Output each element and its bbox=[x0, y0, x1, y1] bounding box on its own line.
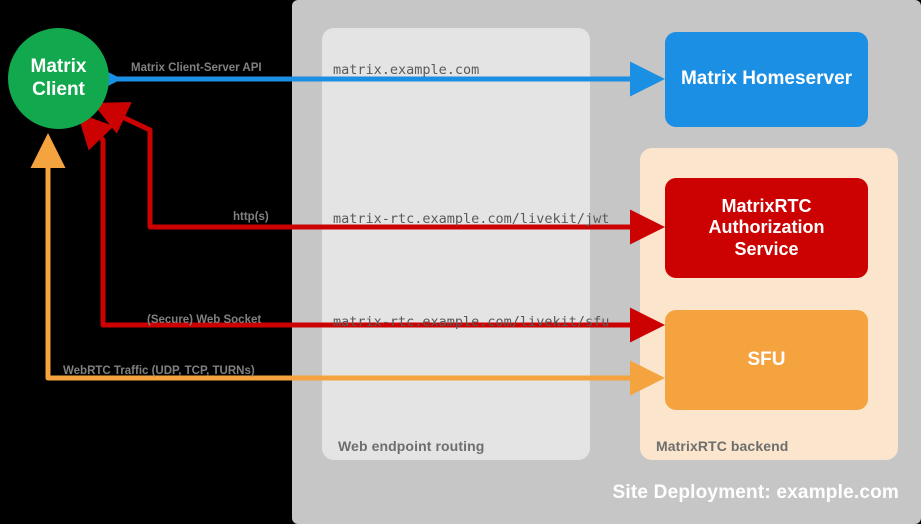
wire-webrtc-traffic bbox=[30, 132, 666, 396]
wire-web-socket bbox=[77, 112, 666, 343]
web-endpoint-routing-caption: Web endpoint routing bbox=[338, 438, 485, 454]
sfu-label: SFU bbox=[747, 348, 786, 370]
connection-label-web-socket: (Secure) Web Socket bbox=[147, 314, 262, 326]
matrixrtc-backend-caption: MatrixRTC backend bbox=[656, 438, 789, 454]
node-sfu[interactable]: SFU bbox=[665, 310, 868, 410]
web-endpoint-routing-panel bbox=[322, 28, 590, 460]
connection-label-webrtc-traffic: WebRTC Traffic (UDP, TCP, TURNs) bbox=[63, 365, 255, 377]
connection-label-https: http(s) bbox=[233, 211, 269, 223]
matrix-homeserver-label: Matrix Homeserver bbox=[680, 68, 853, 90]
wire-https-jwt bbox=[92, 102, 666, 245]
node-matrix-client[interactable]: Matrix Client bbox=[8, 28, 109, 129]
node-matrixrtc-authorization-service[interactable]: MatrixRTC Authorization Service bbox=[665, 178, 868, 278]
matrix-client-label-line2: Client bbox=[32, 78, 85, 100]
endpoint-url-sfu: matrix-rtc.example.com/livekit/sfu bbox=[333, 314, 610, 330]
connection-label-matrix-client-server-api: Matrix Client-Server API bbox=[131, 62, 262, 74]
auth-service-label-line3: Service bbox=[734, 238, 799, 259]
node-matrix-homeserver[interactable]: Matrix Homeserver bbox=[665, 32, 868, 127]
matrix-client-label-line1: Matrix bbox=[30, 56, 87, 78]
auth-service-label-line2: Authorization bbox=[708, 217, 825, 238]
endpoint-url-matrix: matrix.example.com bbox=[333, 62, 480, 78]
site-deployment-title: Site Deployment: example.com bbox=[612, 482, 899, 503]
auth-service-label-line1: MatrixRTC bbox=[721, 196, 812, 217]
endpoint-url-jwt: matrix-rtc.example.com/livekit/jwt bbox=[333, 211, 610, 227]
